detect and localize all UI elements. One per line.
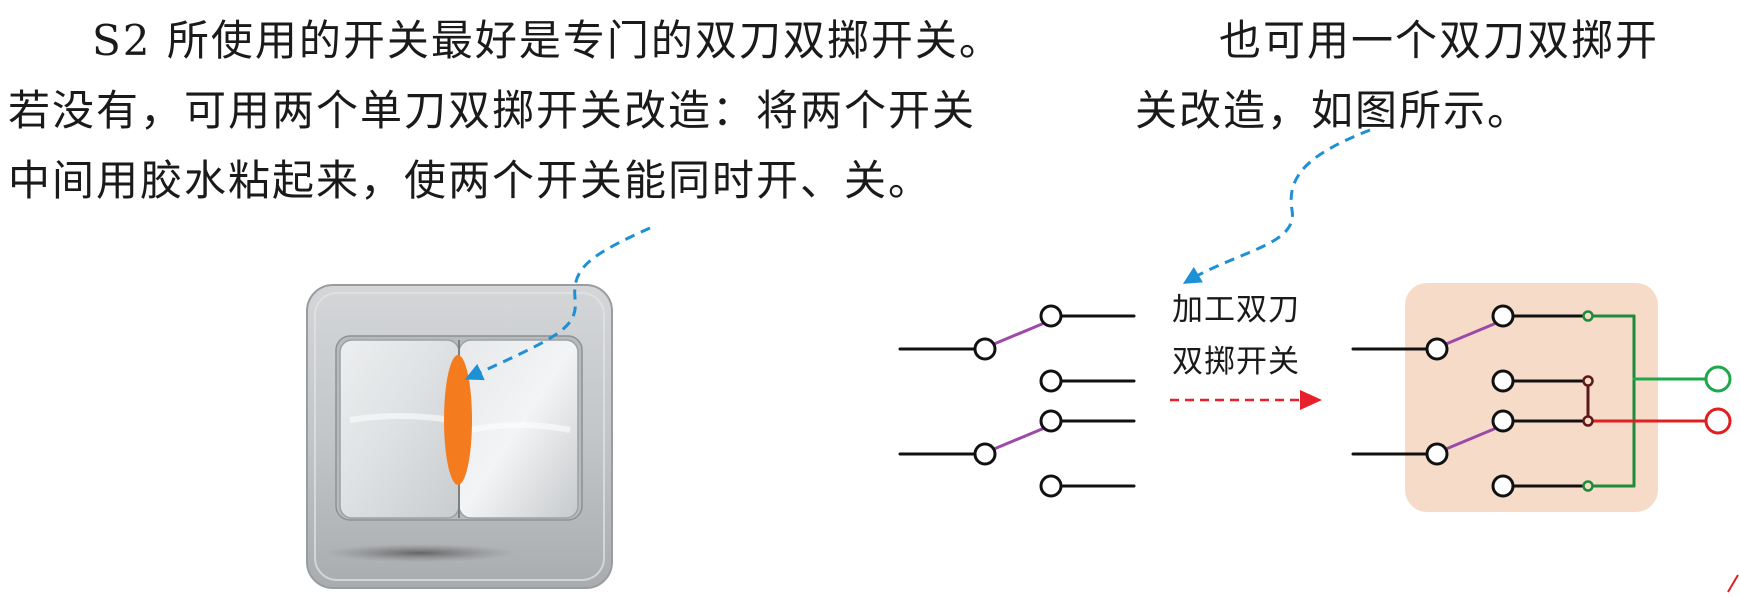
terminal — [1425, 442, 1449, 466]
terminal — [1491, 369, 1515, 393]
corner-mark — [1727, 574, 1739, 593]
terminal — [1039, 304, 1063, 328]
conversion-arrow — [1170, 390, 1322, 410]
terminal — [973, 337, 997, 361]
terminal — [1491, 474, 1515, 498]
red-output-terminal — [1704, 407, 1732, 435]
glue-pointer-arrow — [464, 226, 651, 381]
label-pointer-arrow — [1182, 128, 1371, 284]
terminal — [1491, 304, 1515, 328]
left-paragraph: S2 所使用的开关最好是专门的双刀双掷开关。 若没有，可用两个单刀双掷开关改造：… — [8, 6, 1003, 216]
left-paragraph-line-3: 中间用胶水粘起来，使两个开关能同时开、关。 — [8, 156, 933, 205]
left-rocker — [339, 339, 460, 519]
glue-ellipse — [444, 355, 472, 485]
left-spdt-schematic — [898, 304, 1136, 498]
left-paragraph-line-1: S2 所使用的开关最好是专门的双刀双掷开关。 — [92, 16, 1003, 65]
conversion-label-line-2: 双掷开关 — [1172, 344, 1300, 380]
wall-rocker-switch-photo — [306, 284, 613, 589]
conversion-label-line-1: 加工双刀 — [1172, 292, 1300, 328]
left-paragraph-line-2: 若没有，可用两个单刀双掷开关改造：将两个开关 — [8, 86, 977, 135]
terminal — [1491, 409, 1515, 433]
upper-spdt-switch — [898, 304, 1136, 393]
terminal — [1039, 369, 1063, 393]
terminal — [973, 442, 997, 466]
right-paragraph-line-2: 关改造，如图所示。 — [1135, 86, 1532, 135]
terminal — [1425, 337, 1449, 361]
terminal — [1039, 409, 1063, 433]
lower-spdt-switch — [898, 409, 1136, 498]
right-paragraph: 也可用一个双刀双掷开 关改造，如图所示。 — [1135, 6, 1659, 146]
terminal — [1039, 474, 1063, 498]
green-output-terminal — [1704, 365, 1732, 393]
dpdt-panel — [1405, 283, 1658, 512]
dpdt-schematic — [1351, 283, 1732, 512]
right-paragraph-line-1: 也可用一个双刀双掷开 — [1219, 16, 1660, 65]
